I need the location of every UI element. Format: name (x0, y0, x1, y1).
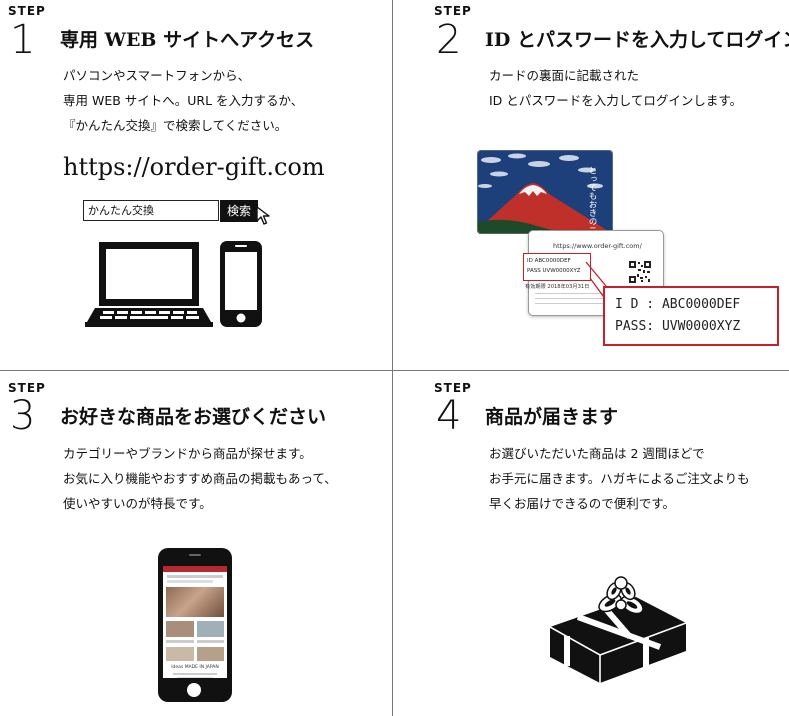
step-2-desc-line: ID とパスワードを入力してログインします。 (489, 93, 743, 108)
step-1-number: 1 (10, 17, 36, 63)
step-2-description: カードの裏面に記載された ID とパスワードを入力してログインします。 (489, 63, 742, 113)
step-2-label: STEP (434, 4, 472, 18)
phone-screen: Ideas MADE IN JAPAN (163, 566, 227, 678)
card-front-image: とってもおきのニッポンを贈る (477, 150, 613, 234)
search-input[interactable]: かんたん交換 (83, 200, 219, 221)
step-4-title: 商品が届きます (485, 406, 619, 428)
step-3-title: お好きな商品をお選びください (60, 406, 327, 428)
site-header-bar (163, 566, 227, 572)
laptop-icon (85, 242, 213, 327)
site-url[interactable]: https://order-gift.com (63, 153, 325, 181)
card-back-id: ID ABC0000DEF (527, 258, 571, 264)
search-button[interactable]: 検索 (220, 200, 258, 222)
id-line: I D : ABC0000DEF (615, 297, 741, 312)
card-back-url: https://www.order-gift.com/ (553, 242, 642, 250)
site-hero-image (166, 587, 224, 617)
step-1-title: 専用 WEB サイトへアクセス (60, 29, 315, 51)
card-front-text: とってもおきのニッポンを贈る (587, 166, 597, 234)
step-1-label: STEP (8, 4, 46, 18)
step-2-desc-line: カードの裏面に記載された (489, 68, 640, 83)
step-4-desc-line: 早くお届けできるので便利です。 (489, 496, 676, 511)
product-caption (196, 640, 224, 643)
product-thumb (166, 621, 194, 637)
step-2-title: ID とパスワードを入力してログイン (485, 29, 789, 51)
product-thumb (166, 647, 194, 661)
smartphone-with-site: Ideas MADE IN JAPAN (158, 548, 232, 702)
product-thumb (196, 647, 224, 661)
vertical-divider (392, 0, 393, 716)
card-back-line (535, 293, 653, 294)
horizontal-divider (0, 370, 789, 371)
step-3-desc-line: お気に入り機能やおすすめ商品の掲載もあって、 (63, 471, 337, 486)
site-product-grid (166, 647, 224, 661)
step-3-description: カテゴリーやブランドから商品が探せます。 お気に入り機能やおすすめ商品の掲載もあ… (63, 441, 337, 516)
login-credentials-callout: I D : ABC0000DEF PASS: UVW0000XYZ (603, 286, 779, 346)
step-4-description: お選びいただいた商品は 2 週間ほどで お手元に届きます。ハガキによるご注文より… (489, 441, 750, 516)
site-caption: Ideas MADE IN JAPAN (171, 665, 219, 670)
cursor-icon (256, 206, 270, 225)
site-product-grid (166, 640, 224, 643)
step-3-label: STEP (8, 381, 46, 395)
step-2-number: 2 (436, 17, 462, 63)
site-text-line (173, 673, 217, 675)
pass-line: PASS: UVW0000XYZ (615, 319, 741, 334)
step-4-label: STEP (434, 381, 472, 395)
phone-speaker (189, 554, 201, 556)
site-nav (167, 580, 213, 583)
card-back-expiry: 有効期限 2018年03月31日 (525, 284, 590, 290)
qr-code-icon (629, 261, 651, 283)
step-3-desc-line: カテゴリーやブランドから商品が探せます。 (63, 446, 312, 461)
step-4-desc-line: お選びいただいた商品は 2 週間ほどで (489, 446, 705, 461)
card-back-pass: PASS UVW0000XYZ (527, 268, 581, 274)
step-1-description: パソコンやスマートフォンから、 専用 WEB サイトへ。URL を入力するか、 … (63, 63, 303, 138)
step-1-desc-line: 専用 WEB サイトへ。URL を入力するか、 (63, 93, 304, 108)
card-back-id-highlight: ID ABC0000DEF PASS UVW0000XYZ (523, 253, 591, 281)
card-back-line (535, 303, 635, 304)
card-back-line (535, 298, 645, 299)
step-3-desc-line: 使いやすいのが特長です。 (63, 496, 212, 511)
step-1-desc-line: 『かんたん交換』で検索してください。 (63, 118, 288, 133)
step-4-desc-line: お手元に届きます。ハガキによるご注文よりも (489, 471, 750, 486)
gift-box-icon (549, 576, 687, 683)
product-thumb (196, 621, 224, 637)
step-1-desc-line: パソコンやスマートフォンから、 (63, 68, 251, 83)
step-3-number: 3 (10, 393, 36, 439)
product-caption (166, 640, 194, 643)
home-button (187, 683, 201, 697)
site-text-line (177, 677, 213, 678)
site-product-grid (166, 621, 224, 637)
smartphone-icon (220, 241, 262, 327)
site-nav (167, 575, 223, 578)
step-4-number: 4 (436, 393, 462, 439)
